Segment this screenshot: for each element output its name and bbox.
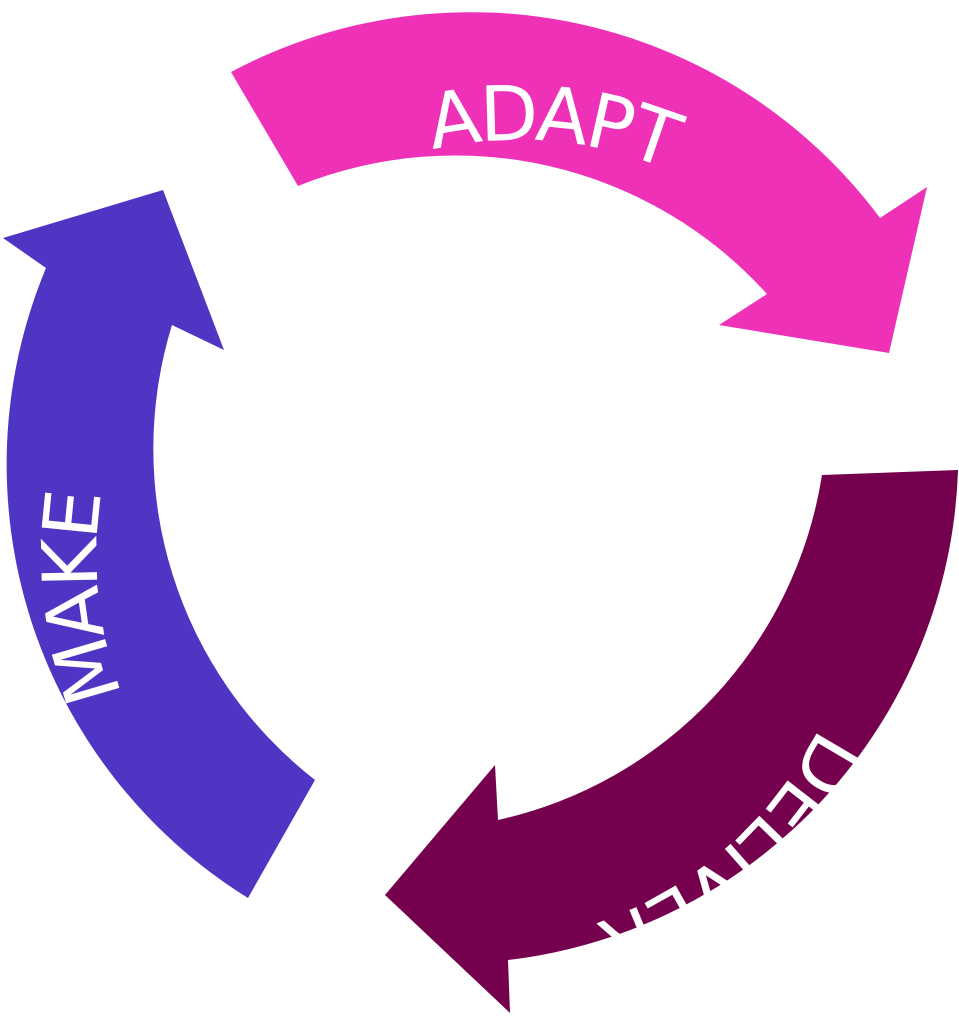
- arrow-adapt-shape: [231, 12, 927, 353]
- arrow-deliver-shape: [385, 470, 958, 1013]
- arrow-make-shape: [3, 190, 315, 898]
- arrow-deliver: DELIVER: [385, 470, 958, 1013]
- arrow-make: MAKE: [3, 190, 315, 898]
- arrow-adapt: ADAPT: [231, 12, 927, 353]
